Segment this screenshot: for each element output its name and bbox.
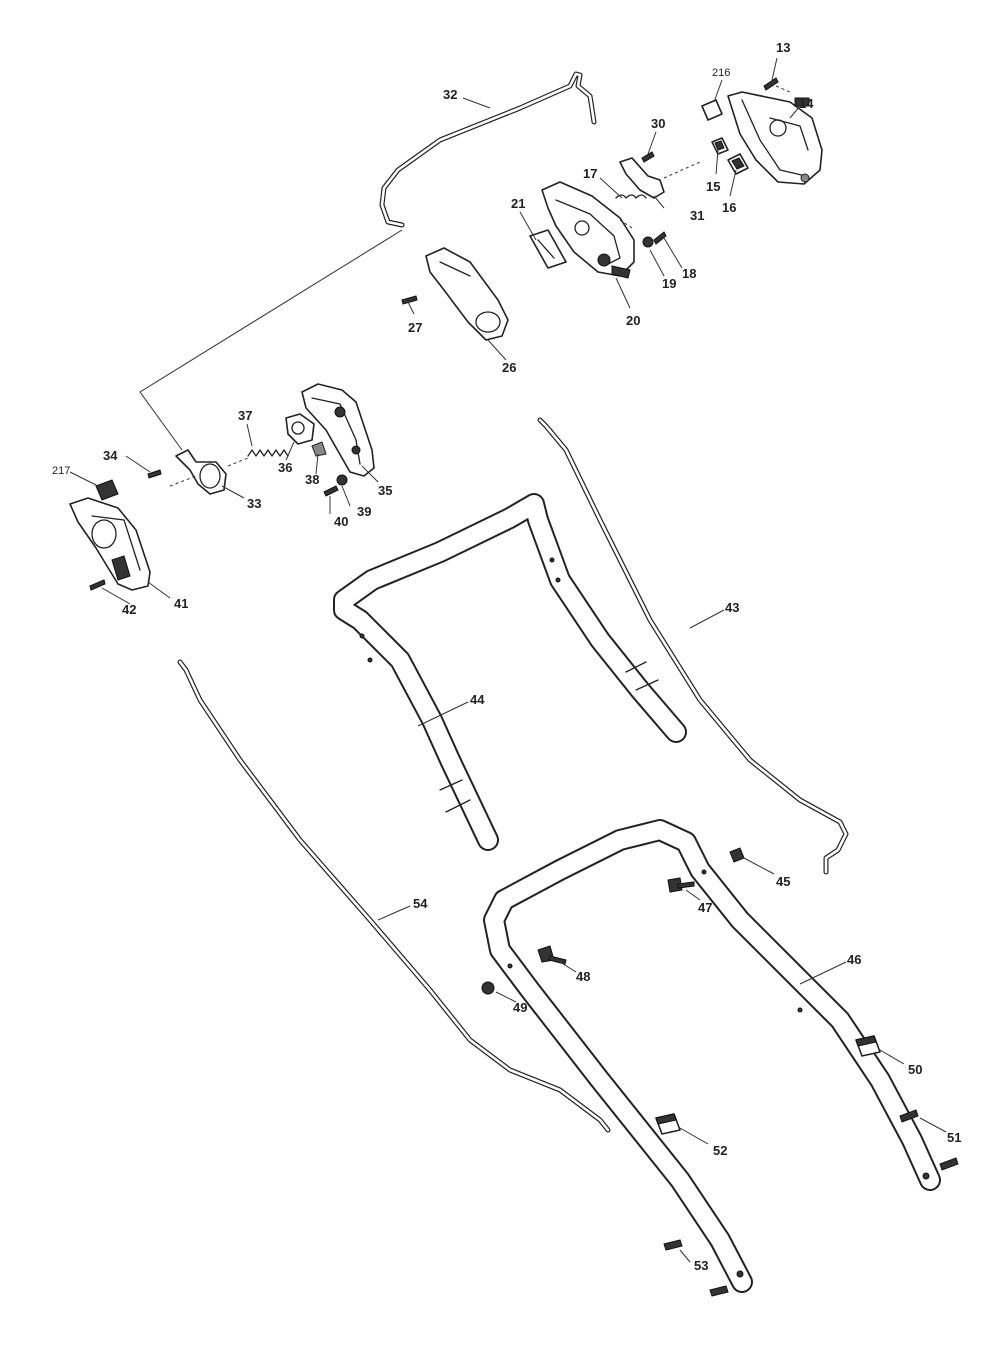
callout-54: 54 (413, 896, 428, 911)
part-51-bolts (899, 1109, 959, 1171)
part-49-nut (481, 981, 495, 995)
callout-49: 49 (513, 1000, 527, 1015)
callout-30: 30 (651, 116, 665, 131)
callout-38: 38 (305, 472, 319, 487)
guide-line-32-33 (139, 229, 403, 451)
part-43-control-rod (537, 417, 849, 875)
callout-31: 31 (690, 208, 704, 223)
part-50-block (855, 1035, 881, 1057)
part-20-control-body (541, 181, 635, 279)
callout-48: 48 (576, 969, 590, 984)
part-35-housing (301, 383, 375, 477)
part-34-screw (147, 469, 162, 479)
part-48-bolt (537, 945, 567, 965)
part-21-label-plate (529, 229, 567, 269)
part-31-lever (619, 157, 665, 199)
callout-47: 47 (698, 900, 712, 915)
callout-17: 17 (583, 166, 597, 181)
part-19-nut (642, 236, 654, 248)
callout-44: 44 (470, 692, 485, 707)
part-54-control-rod (177, 659, 611, 1133)
part-39-nut (336, 474, 348, 486)
part-46-lower-handle (483, 819, 941, 1293)
part-18-screw (653, 231, 667, 245)
callout-45: 45 (776, 874, 790, 889)
callout-20: 20 (626, 313, 640, 328)
callout-50: 50 (908, 1062, 922, 1077)
callout-52: 52 (713, 1143, 727, 1158)
callout-217: 217 (52, 465, 70, 477)
part-45-knob (729, 847, 745, 863)
part-217-cap (95, 479, 119, 501)
callout-18: 18 (682, 266, 696, 281)
callout-16: 16 (722, 200, 736, 215)
callout-53: 53 (694, 1258, 708, 1273)
callout-51: 51 (947, 1130, 961, 1145)
callout-labels: 13 216 14 30 17 15 16 31 21 18 19 20 32 … (52, 40, 961, 1273)
callout-14: 14 (799, 96, 814, 111)
alignment-lines-upper (619, 85, 791, 229)
part-32-control-rod (379, 71, 597, 228)
part-33-lever (175, 449, 227, 495)
callout-19: 19 (662, 276, 676, 291)
part-13-screw (763, 77, 779, 91)
callout-46: 46 (847, 952, 861, 967)
callout-32: 32 (443, 87, 457, 102)
part-47-bolt (667, 877, 695, 893)
callout-27: 27 (408, 320, 422, 335)
callout-13: 13 (776, 40, 790, 55)
part-26-cover (425, 247, 509, 341)
callout-33: 33 (247, 496, 261, 511)
part-41-housing (69, 497, 151, 591)
part-17-spring (615, 194, 647, 199)
callout-21: 21 (511, 196, 525, 211)
callout-26: 26 (502, 360, 516, 375)
callout-43: 43 (725, 600, 739, 615)
callout-42: 42 (122, 602, 136, 617)
callout-35: 35 (378, 483, 392, 498)
callout-37: 37 (238, 408, 252, 423)
part-15-button (711, 137, 729, 155)
callout-216: 216 (712, 67, 730, 79)
part-40-screw (323, 485, 339, 497)
alignment-lines-left (169, 457, 249, 487)
part-52-block (655, 1113, 681, 1135)
part-53-bolts (663, 1239, 729, 1297)
callout-40: 40 (334, 514, 348, 529)
part-37-spring (247, 449, 289, 457)
part-44-upper-handle (333, 493, 687, 851)
part-14-control-housing (727, 91, 823, 185)
callout-41: 41 (174, 596, 188, 611)
part-30-screw (641, 151, 655, 163)
part-27-screw (401, 295, 418, 305)
leader-lines (69, 57, 947, 1263)
part-36-knob (285, 413, 315, 445)
callout-36: 36 (278, 460, 292, 475)
callout-39: 39 (357, 504, 371, 519)
callout-15: 15 (706, 179, 720, 194)
part-42-screw (89, 579, 106, 591)
part-16-button (727, 153, 749, 175)
part-38-clip (311, 441, 327, 457)
callout-34: 34 (103, 448, 118, 463)
part-216-cap (701, 99, 723, 121)
